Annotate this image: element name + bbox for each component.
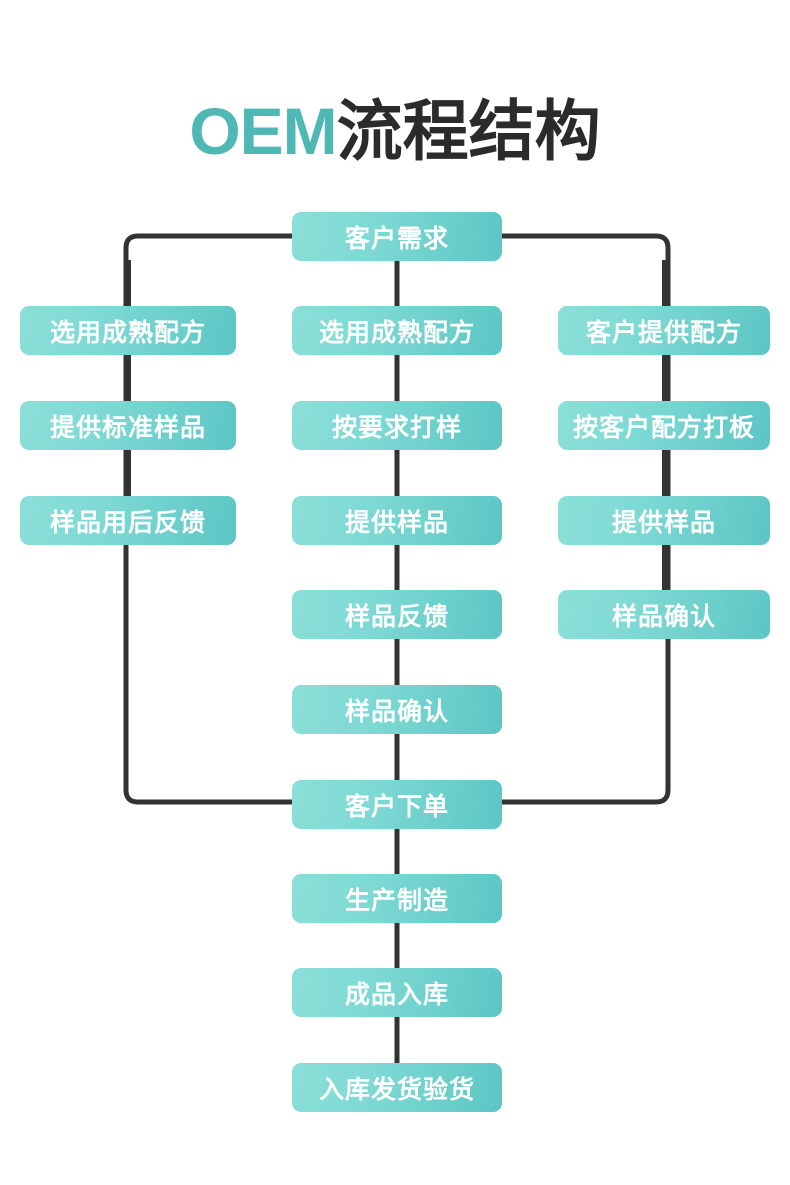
node-tail-3[interactable]: 入库发货验货 — [292, 1063, 502, 1112]
title-accent: OEM — [189, 94, 337, 168]
node-start[interactable]: 客户需求 — [292, 212, 502, 261]
node-tail-2[interactable]: 成品入库 — [292, 968, 502, 1017]
node-left-step-3[interactable]: 样品用后反馈 — [20, 496, 236, 545]
node-left-step-2[interactable]: 提供标准样品 — [20, 401, 236, 450]
node-merge-order[interactable]: 客户下单 — [292, 780, 502, 829]
node-right-step-2[interactable]: 按客户配方打板 — [558, 401, 770, 450]
node-right-step-4[interactable]: 样品确认 — [558, 590, 770, 639]
node-left-step-1[interactable]: 选用成熟配方 — [20, 306, 236, 355]
title-main: 流程结构 — [336, 94, 601, 168]
node-middle-step-1[interactable]: 选用成熟配方 — [292, 306, 502, 355]
node-middle-step-2[interactable]: 按要求打样 — [292, 401, 502, 450]
node-right-step-1[interactable]: 客户提供配方 — [558, 306, 770, 355]
node-right-step-3[interactable]: 提供样品 — [558, 496, 770, 545]
node-middle-step-5[interactable]: 样品确认 — [292, 685, 502, 734]
node-middle-step-3[interactable]: 提供样品 — [292, 496, 502, 545]
page-title: OEM流程结构 — [0, 92, 790, 170]
node-tail-1[interactable]: 生产制造 — [292, 874, 502, 923]
node-middle-step-4[interactable]: 样品反馈 — [292, 590, 502, 639]
